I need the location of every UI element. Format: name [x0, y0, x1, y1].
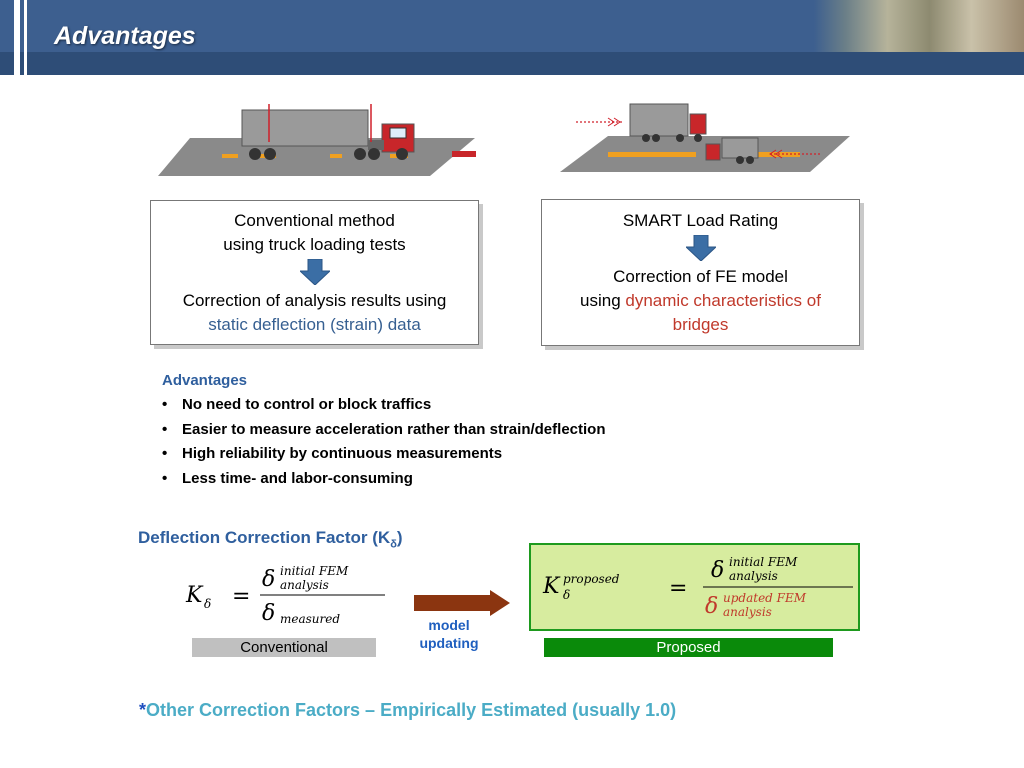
conventional-line1: Conventional method — [234, 211, 395, 230]
advantages-list: • No need to control or block traffics • E… — [162, 393, 606, 491]
cab-window — [389, 127, 407, 139]
truck-cab — [689, 113, 707, 135]
formula-num-sub: analysis — [729, 569, 778, 583]
formula-den-sub: measured — [280, 612, 340, 626]
traffic-arrow-head — [769, 149, 777, 159]
advantage-text: Less time- and labor-consuming — [182, 469, 413, 487]
conventional-line3: Correction of analysis results using — [182, 291, 447, 310]
header-divider — [14, 0, 20, 75]
list-item: • High reliability by continuous measurem… — [162, 442, 606, 467]
wheel — [736, 156, 744, 164]
formula-k-sub: δ — [563, 588, 570, 602]
bullet-icon: • — [162, 445, 168, 462]
proposed-formula-box: K proposed δ = δ initial FEM analysis δ … — [529, 543, 860, 631]
formula-den-delta: δ — [705, 594, 718, 619]
down-arrow-icon — [299, 259, 330, 285]
traffic-arrow-head — [607, 117, 615, 127]
formula-den-delta: δ — [262, 601, 275, 626]
wheel — [746, 156, 754, 164]
formula-num-sup: initial FEM — [280, 564, 349, 578]
lane-mark — [222, 154, 238, 158]
conventional-line2: using truck loading tests — [223, 235, 406, 254]
list-item: • Easier to measure acceleration rather t… — [162, 418, 606, 443]
formula-num-delta: δ — [262, 567, 275, 592]
header-banner: Advantages — [0, 0, 1024, 75]
formula-k: K — [542, 574, 561, 599]
lane-mark — [330, 154, 342, 158]
smart-line2: Correction of FE model — [613, 267, 788, 286]
conventional-line4: static deflection (strain) data — [208, 315, 421, 334]
lane-mark — [608, 152, 696, 157]
heading-subscript: δ — [390, 538, 397, 551]
model-updating-line1: model — [428, 617, 470, 633]
advantage-text: High reliability by continuous measureme… — [182, 445, 503, 462]
formula-num-sub: analysis — [280, 578, 329, 592]
proposed-label: Proposed — [544, 638, 833, 657]
conventional-label: Conventional — [192, 638, 376, 657]
proposed-formula: K proposed δ = δ initial FEM analysis δ … — [542, 555, 853, 619]
formula-den-sub: analysis — [723, 605, 772, 619]
lane-mark — [730, 152, 800, 157]
formula-num-sup: initial FEM — [729, 555, 798, 569]
header-stripe — [0, 52, 1024, 75]
footnote: *Other Correction Factors – Empirically … — [139, 700, 676, 721]
traffic-arrow-head — [613, 117, 621, 127]
list-item: • Less time- and labor-consuming — [162, 467, 606, 492]
bullet-icon: • — [162, 469, 168, 487]
list-item: • No need to control or block traffics — [162, 393, 606, 418]
footnote-star: * — [139, 700, 147, 720]
wheel — [396, 148, 408, 160]
heading-text: Deflection Correction Factor (K — [138, 528, 391, 547]
wheel — [652, 134, 660, 142]
conventional-method-box: Conventional method using truck loading … — [150, 200, 479, 345]
advantages-section: Advantages • No need to control or block … — [162, 372, 606, 491]
correction-factor-heading: Deflection Correction Factor (Kδ) — [138, 528, 403, 550]
wheel — [264, 148, 276, 160]
formula-den-sup: updated FEM — [723, 591, 807, 605]
formula-k: K — [185, 583, 204, 608]
model-updating-label: model updating — [408, 616, 490, 652]
smart-line1: SMART Load Rating — [622, 211, 779, 230]
model-updating-arrow-icon — [414, 590, 510, 616]
conventional-formula: K δ = δ initial FEM analysis δ measured — [185, 564, 385, 626]
smart-line3-prefix: using — [580, 291, 626, 310]
slide-title: Advantages — [54, 22, 196, 50]
formula-k-sup: proposed — [563, 572, 620, 586]
bullet-icon: • — [162, 396, 168, 413]
traffic-arrow-head — [775, 149, 783, 159]
hitch — [368, 140, 384, 150]
header-photo-strip — [814, 0, 1024, 52]
advantage-text: No need to control or block traffics — [182, 396, 432, 413]
sensor-box — [452, 151, 476, 157]
wheel — [249, 148, 261, 160]
smart-line3-highlight: dynamic characteristics of — [625, 291, 821, 310]
model-updating-line2: updating — [419, 635, 479, 651]
formula-k-sub: δ — [204, 597, 211, 611]
smart-line4: bridges — [672, 315, 729, 334]
footnote-text: Other Correction Factors – Empirically E… — [146, 700, 677, 720]
trailer — [241, 109, 369, 147]
header-divider-thin — [24, 0, 27, 75]
wheel — [368, 148, 380, 160]
smart-monitoring-illustration — [560, 103, 850, 172]
truck-loading-illustration — [158, 104, 476, 176]
smart-line3: using dynamic characteristics of — [542, 289, 859, 313]
road-surface — [560, 136, 850, 172]
bullet-icon: • — [162, 420, 168, 438]
smart-load-rating-box: SMART Load Rating Correction of FE model… — [541, 199, 860, 346]
wheel — [642, 134, 650, 142]
down-arrow-icon — [685, 235, 716, 261]
heading-close: ) — [396, 528, 403, 547]
formula-equals: = — [669, 576, 687, 601]
advantages-title: Advantages — [162, 372, 248, 389]
advantage-text: Easier to measure acceleration rather th… — [182, 420, 606, 438]
trailer — [629, 103, 689, 137]
wheel — [694, 134, 702, 142]
formula-equals: = — [232, 584, 250, 609]
truck-cab-small — [705, 143, 721, 161]
trailer-small — [721, 137, 759, 159]
wheel — [676, 134, 684, 142]
wheel — [354, 148, 366, 160]
formula-num-delta: δ — [711, 558, 724, 583]
